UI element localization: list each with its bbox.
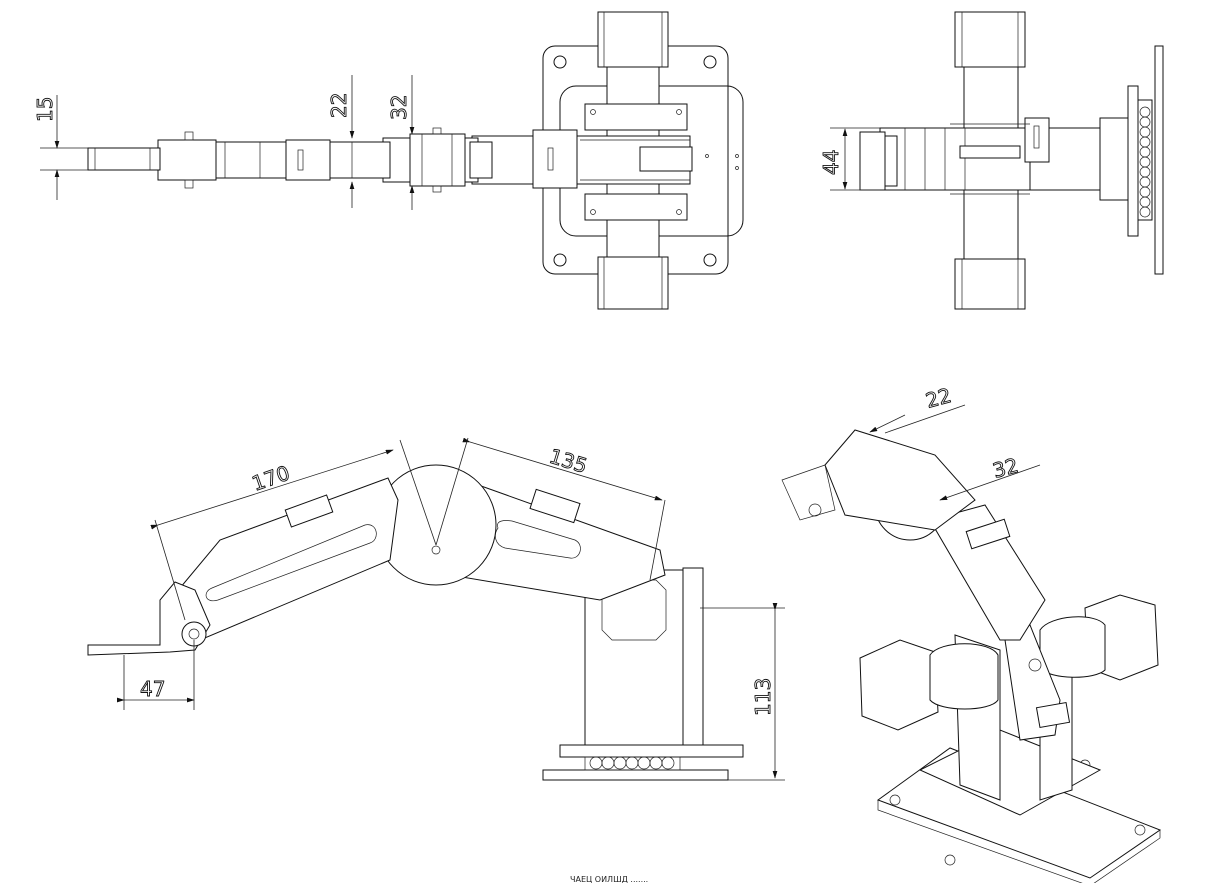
dim-32-top: 32 (387, 95, 411, 120)
dim-32-iso: 32 (990, 453, 1021, 483)
front-view: 170 135 47 113 (87, 437, 785, 781)
footer-text: ЧАЕЦ ОИЛШД ....... (570, 875, 648, 883)
dim-170: 170 (249, 461, 293, 496)
base-bearing (584, 756, 681, 771)
top-view: 15 22 32 (33, 11, 744, 310)
dim-22-top: 22 (327, 93, 351, 118)
side-view: 44 (819, 11, 1164, 310)
dim-44: 44 (819, 150, 843, 175)
dim-135: 135 (547, 444, 591, 478)
dim-113: 113 (751, 678, 775, 716)
bearing-balls (1139, 106, 1151, 218)
dim-47: 47 (140, 677, 165, 701)
dim-15: 15 (33, 97, 57, 122)
isometric-view: 22 32 (781, 383, 1162, 883)
dim-22-iso: 22 (923, 383, 954, 413)
